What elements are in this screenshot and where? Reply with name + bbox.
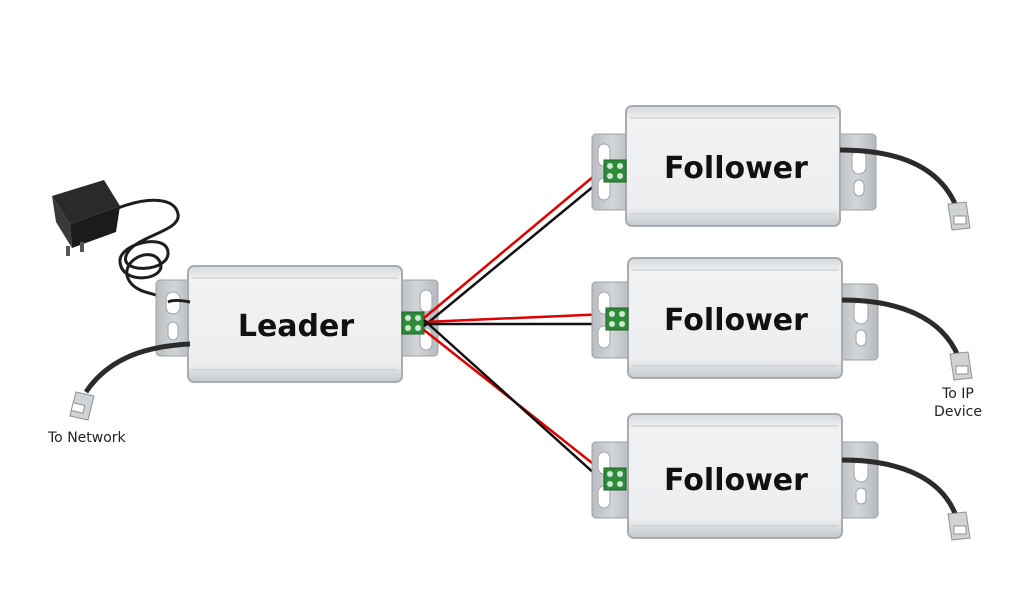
follower-label-1: Follower <box>664 151 808 186</box>
to-network-label: To Network <box>47 430 127 446</box>
leader-mounting-bracket-left <box>155 279 193 357</box>
leader-unit: Leader <box>155 265 439 383</box>
device-cable-1 <box>839 147 971 231</box>
wire-black-bottom <box>423 319 607 485</box>
device-cable-2 <box>841 297 973 381</box>
to-ip-device-label-line1: To IP <box>941 386 974 402</box>
rj45-plug-icon <box>949 351 973 381</box>
to-ip-device-label-line2: Device <box>934 404 982 420</box>
terminal-block-icon <box>605 307 629 331</box>
power-cord <box>167 299 191 304</box>
wire-red-top <box>423 165 607 319</box>
rj45-plug-icon <box>69 391 95 421</box>
follower-unit-3: Follower <box>591 413 971 541</box>
leader-label: Leader <box>238 309 355 344</box>
wire-red-mid <box>423 312 609 324</box>
follower-label-2: Follower <box>664 303 808 338</box>
power-adapter-icon <box>52 180 180 303</box>
rj45-plug-icon <box>947 511 971 541</box>
network-cable <box>69 341 191 421</box>
terminal-block-icon <box>401 311 425 335</box>
terminal-block-icon <box>603 467 627 491</box>
terminal-block-icon <box>603 159 627 183</box>
device-cable-3 <box>841 457 971 541</box>
follower-unit-1: Follower <box>591 105 971 231</box>
rj45-plug-icon <box>947 201 971 231</box>
follower-label-3: Follower <box>664 463 808 498</box>
wires <box>423 165 609 485</box>
follower-unit-2: Follower To IP Device <box>591 257 982 420</box>
wire-black-top <box>423 175 607 327</box>
